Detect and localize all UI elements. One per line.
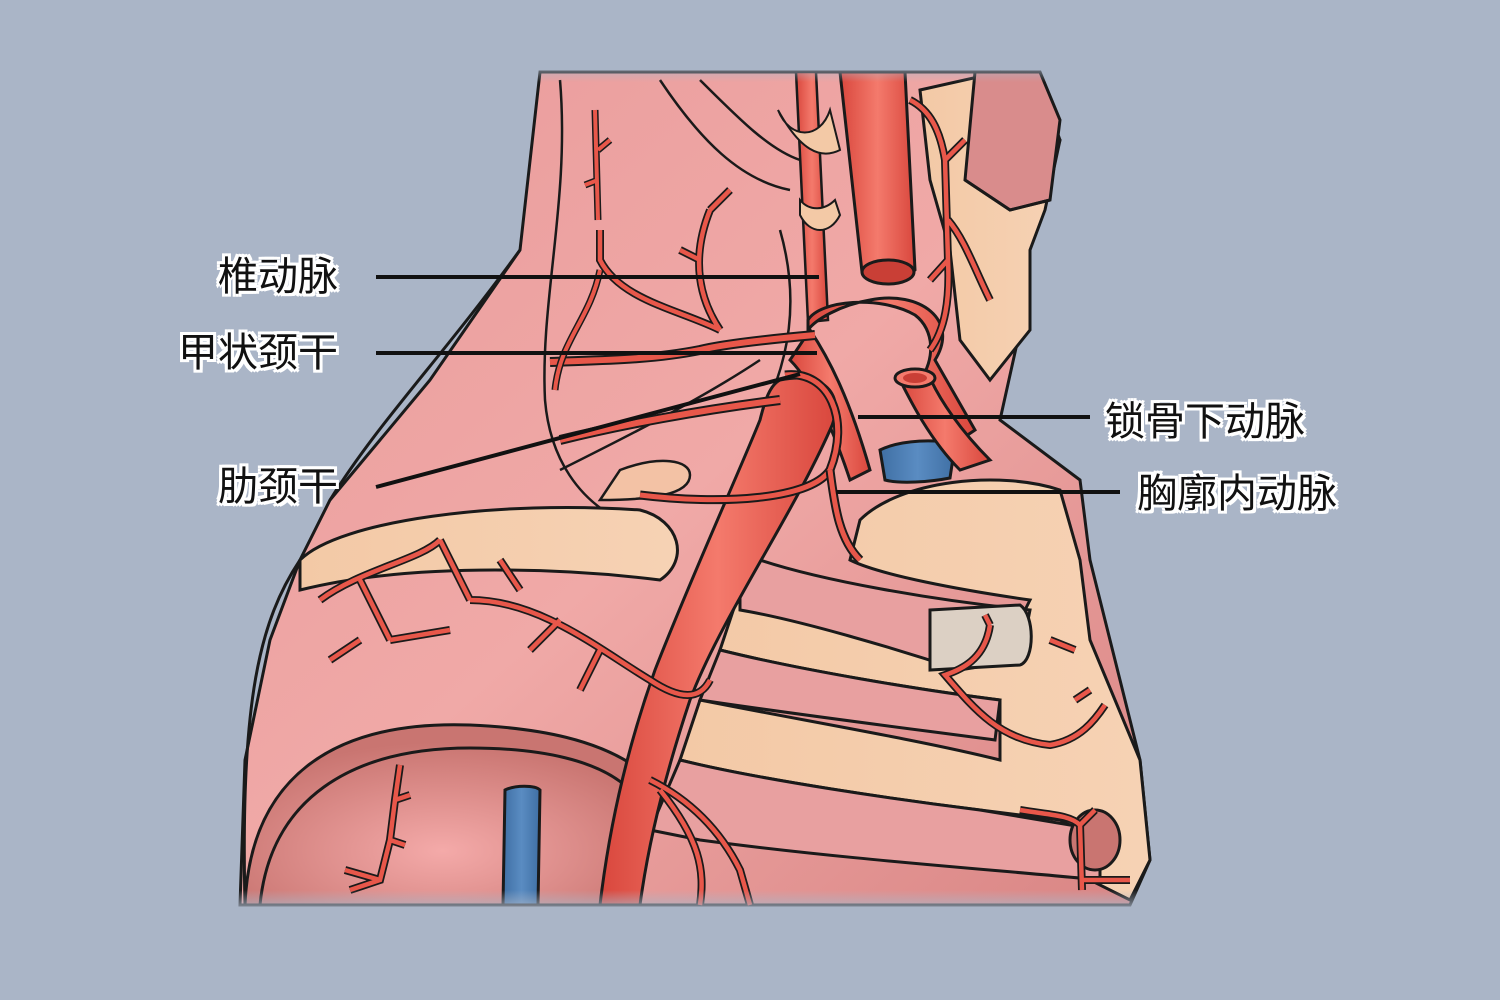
clavicle <box>298 459 692 592</box>
ribs <box>647 478 1152 903</box>
label-subclavian-artery: 锁骨下动脉 <box>1105 399 1305 445</box>
leader-line-costocervical-trunk <box>375 372 801 489</box>
leader-lines <box>375 275 1120 494</box>
label-thyrocervical-trunk: 甲状颈干 <box>178 330 338 376</box>
veins <box>501 439 957 907</box>
label-internal-thoracic-artery: 胸廓内动脉 <box>1137 471 1337 517</box>
label-vertebral-artery: 椎动脉 <box>218 254 338 300</box>
thoracic-cavity <box>243 723 642 907</box>
label-costocervical-trunk: 肋颈干 <box>218 464 338 510</box>
